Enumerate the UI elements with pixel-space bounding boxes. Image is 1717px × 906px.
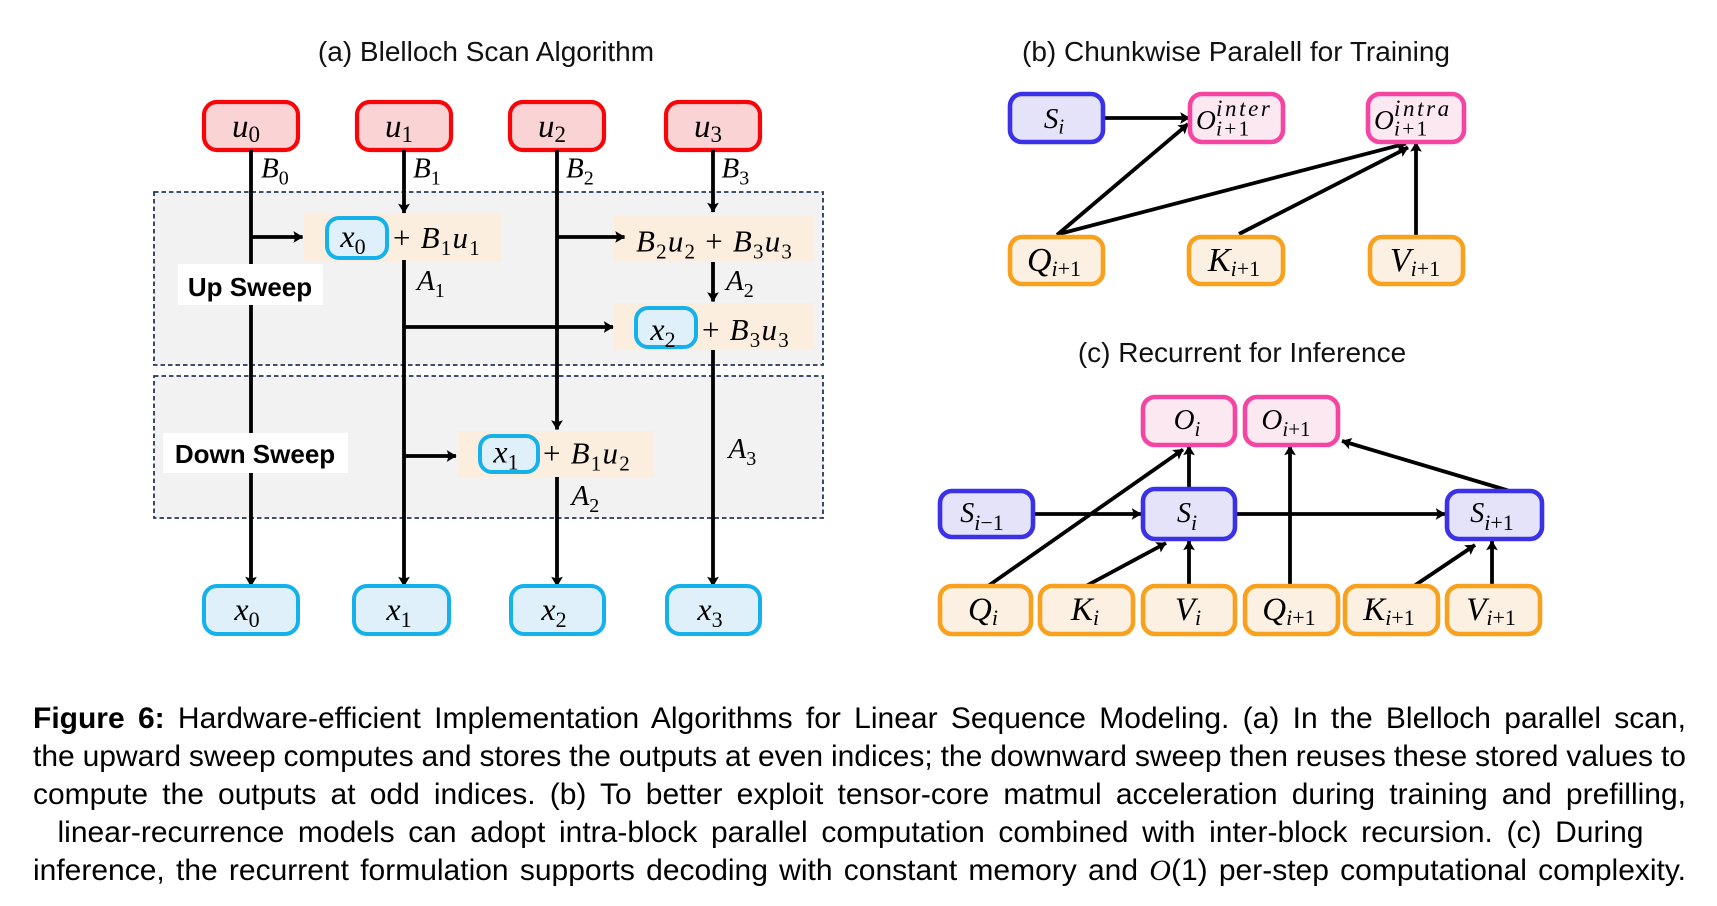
svg-text:i+1: i+1	[1216, 117, 1251, 141]
svg-text:Vi+1: Vi+1	[1466, 592, 1516, 630]
svg-text:B3: B3	[722, 153, 750, 190]
svg-text:x1: x1	[492, 434, 518, 475]
svg-text:+ B1u1: + B1u1	[393, 220, 481, 260]
svg-text:+ B1u2: + B1u2	[543, 436, 631, 476]
svg-text:+ B3u3: + B3u3	[702, 312, 790, 352]
svg-text:B2: B2	[566, 153, 594, 190]
svg-text:intra: intra	[1394, 96, 1452, 121]
svg-text:A1: A1	[415, 265, 445, 302]
svg-text:Qi+1: Qi+1	[1262, 592, 1315, 630]
svg-text:B0: B0	[261, 153, 289, 190]
svg-text:O: O	[1374, 104, 1394, 135]
svg-text:inter: inter	[1216, 96, 1272, 121]
svg-text:(c) Recurrent for Inference: (c) Recurrent for Inference	[1078, 337, 1406, 368]
svg-text:O: O	[1196, 104, 1216, 135]
svg-text:B2u2 + B3u3: B2u2 + B3u3	[636, 224, 793, 264]
svg-text:Si−1: Si−1	[960, 498, 1004, 535]
svg-text:Up Sweep: Up Sweep	[188, 272, 312, 302]
svg-text:(a) Blelloch Scan Algorithm: (a) Blelloch Scan Algorithm	[318, 36, 654, 67]
svg-text:(b) Chunkwise Paralell for Tra: (b) Chunkwise Paralell for Training	[1022, 36, 1450, 67]
svg-text:i+1: i+1	[1394, 117, 1429, 141]
svg-text:B1: B1	[413, 153, 441, 190]
svg-text:Down Sweep: Down Sweep	[175, 439, 335, 469]
